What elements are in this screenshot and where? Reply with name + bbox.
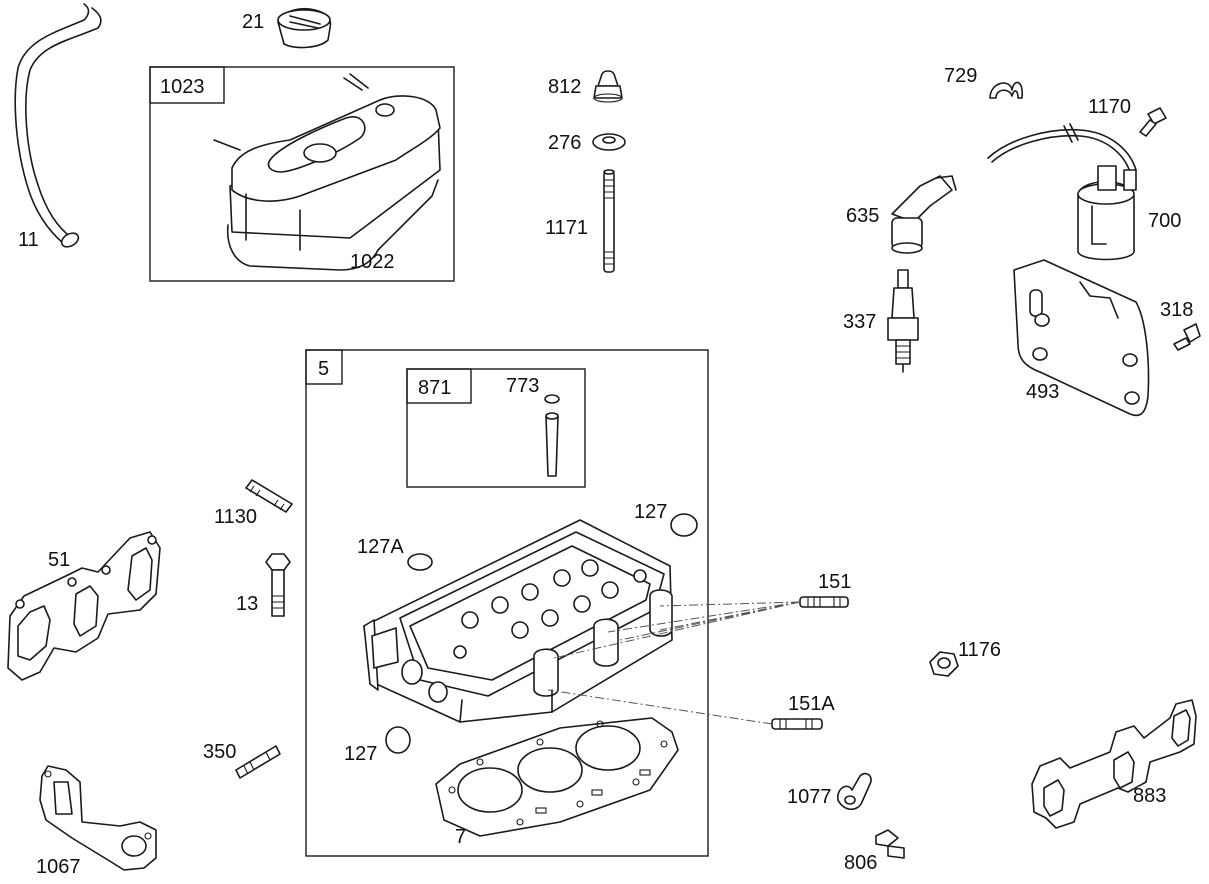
part-806-bolt (875, 829, 905, 859)
label-773: 773 (506, 375, 539, 397)
kit-box-871-tab (406, 368, 472, 404)
part-7-head-gasket (435, 717, 679, 837)
label-1023: 1023 (160, 76, 205, 98)
label-1176: 1176 (958, 639, 1001, 661)
label-21: 21 (242, 11, 264, 33)
part-1130-stud (245, 479, 293, 513)
part-151-stud (553, 596, 849, 659)
label-812: 812 (548, 76, 581, 98)
part-635-plug-boot (891, 175, 957, 254)
part-11-hose (14, 3, 102, 248)
part-127-bottom-plug (385, 726, 411, 754)
label-883: 883 (1133, 785, 1166, 807)
label-806: 806 (844, 852, 877, 874)
label-493: 493 (1026, 381, 1059, 403)
part-318-screw (1173, 323, 1201, 351)
part-729-clip (989, 81, 1024, 99)
part-337-spark-plug (887, 269, 919, 373)
label-127-bottom: 127 (344, 743, 377, 765)
label-127a: 127A (357, 536, 404, 558)
label-1022: 1022 (350, 251, 395, 273)
label-1130: 1130 (214, 506, 257, 528)
label-151a: 151A (788, 693, 835, 715)
kit-box-1023-tab (149, 66, 225, 104)
part-812-nut (593, 70, 623, 103)
label-51: 51 (48, 549, 70, 571)
label-151: 151 (818, 571, 851, 593)
part-700-ignition-coil (987, 123, 1137, 261)
part-1170-screw (1139, 107, 1167, 137)
label-276: 276 (548, 132, 581, 154)
part-883-gasket (1031, 699, 1197, 829)
part-773-valve-guide (544, 394, 560, 477)
part-51-gasket (7, 531, 161, 681)
part-350-stud (235, 745, 281, 779)
label-1067: 1067 (36, 856, 81, 878)
label-127-top: 127 (634, 501, 667, 523)
part-1022-valve-cover (213, 73, 441, 271)
part-493-bracket (1013, 259, 1150, 417)
part-127-top-plug (670, 513, 698, 537)
kit-box-5-tab (305, 349, 343, 385)
label-1170: 1170 (1088, 96, 1131, 118)
part-276-washer (592, 133, 626, 151)
label-337: 337 (843, 311, 876, 333)
part-cylinder-head (363, 519, 673, 723)
label-350: 350 (203, 741, 236, 763)
part-127a-plug (407, 553, 433, 571)
part-1077-clamp (837, 772, 872, 811)
part-1176-nut (929, 651, 959, 677)
label-700: 700 (1148, 210, 1181, 232)
label-1171: 1171 (545, 217, 588, 239)
kit-box-1023 (149, 66, 455, 282)
label-635: 635 (846, 205, 879, 227)
label-11: 11 (18, 229, 39, 251)
label-7: 7 (455, 826, 466, 848)
part-1171-stud (603, 169, 615, 273)
label-871: 871 (418, 377, 451, 399)
part-13-bolt (265, 553, 291, 617)
part-151a-stud (547, 689, 823, 730)
kit-box-871 (406, 368, 586, 488)
part-1067-gasket (39, 765, 157, 871)
label-1077: 1077 (787, 786, 832, 808)
label-729: 729 (944, 65, 977, 87)
label-318: 318 (1160, 299, 1193, 321)
label-13: 13 (236, 593, 258, 615)
kit-box-5 (305, 349, 709, 857)
label-5: 5 (318, 358, 329, 380)
part-21-filler-cap (277, 7, 332, 49)
